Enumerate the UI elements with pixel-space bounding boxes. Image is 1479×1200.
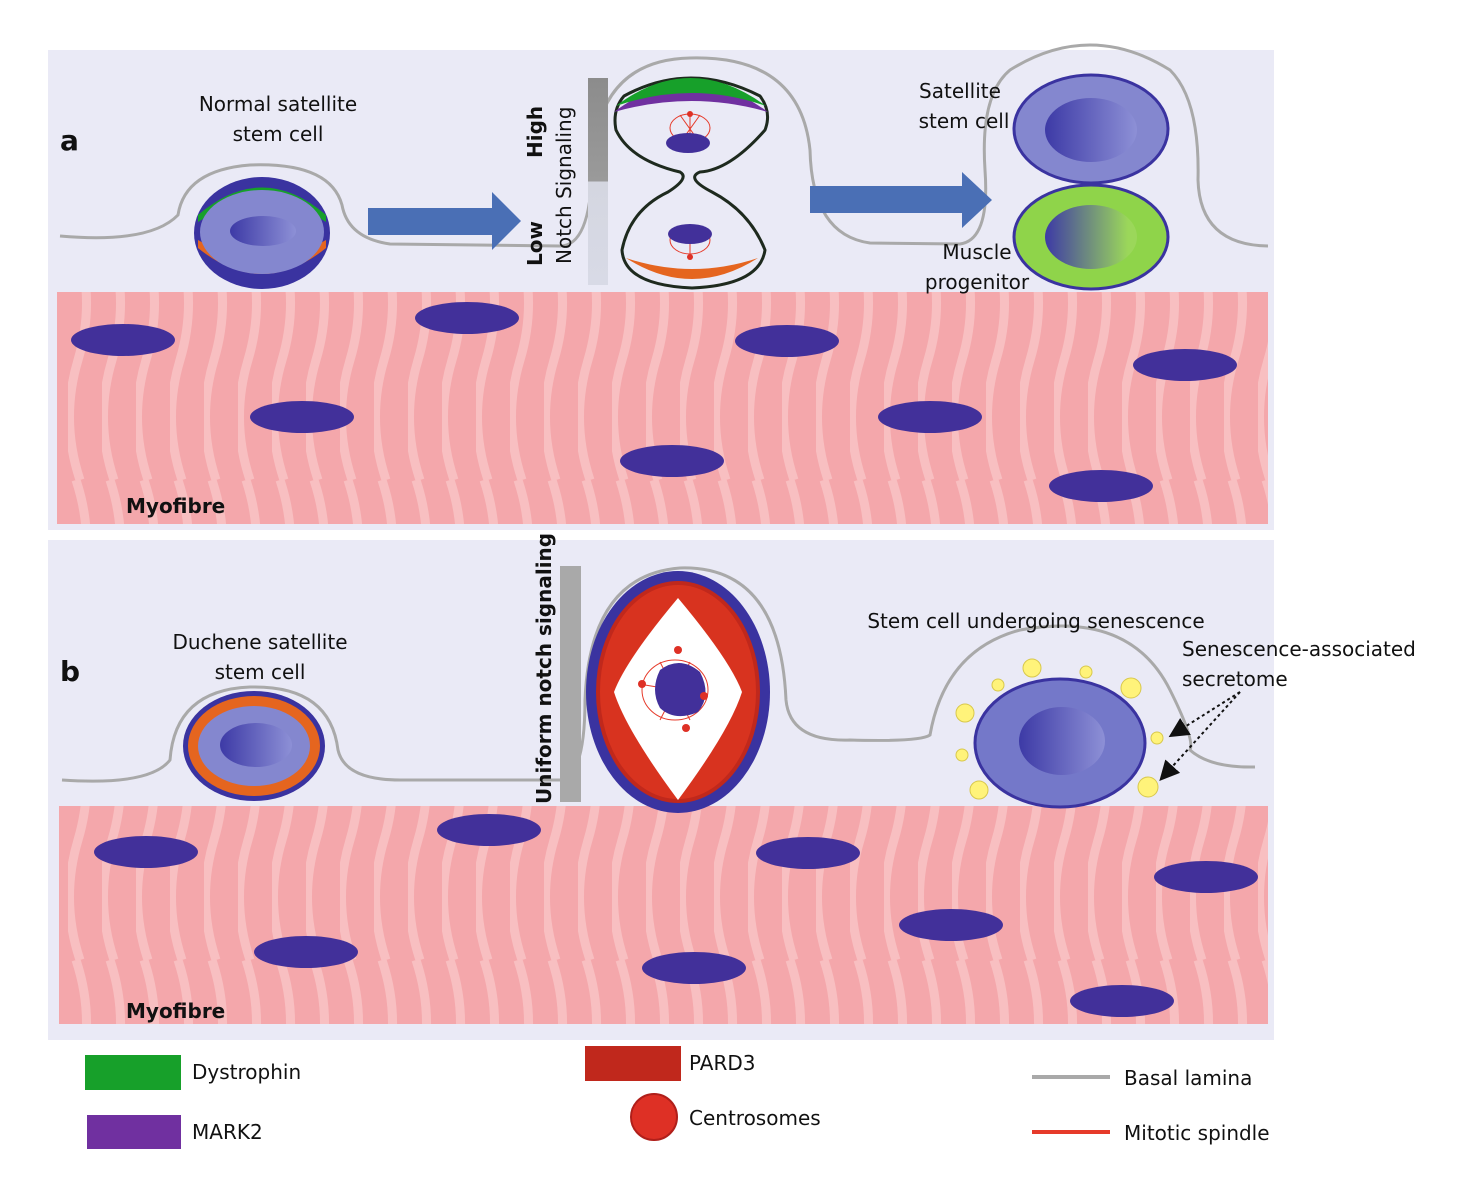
nucleus	[1154, 861, 1258, 893]
centrosome-icon	[674, 646, 682, 654]
nucleus	[1049, 470, 1153, 502]
legend-label-basal-lamina: Basal lamina	[1124, 1066, 1252, 1090]
nucleus	[899, 909, 1003, 941]
satellite-label-line1: Satellite	[919, 79, 1001, 103]
nucleus	[620, 445, 724, 477]
nucleus	[878, 401, 982, 433]
nucleus	[94, 836, 198, 868]
centrosome-icon	[700, 692, 708, 700]
nucleus	[735, 325, 839, 357]
legend-label-dystrophin: Dystrophin	[192, 1060, 301, 1084]
dividing-cell-a	[613, 76, 770, 290]
notch-signaling-label: Notch Signaling	[552, 107, 576, 264]
nucleus	[1070, 985, 1174, 1017]
basal-lamina-a	[59, 43, 1269, 248]
myofibre-label-b: Myofibre	[126, 999, 225, 1023]
chromosome	[668, 224, 712, 244]
basal-lamina-b	[61, 566, 1256, 783]
progenitor-label-line1: Muscle	[942, 240, 1011, 264]
secretome-label-line2: secretome	[1182, 667, 1288, 691]
nucleus	[756, 837, 860, 869]
centrosome-icon	[682, 724, 690, 732]
dividing-cell-b	[586, 571, 770, 813]
progenitor-label-line2: progenitor	[925, 270, 1030, 294]
arrow-right-icon	[810, 172, 992, 228]
nucleus	[1133, 349, 1237, 381]
secretome-pointer-arrow	[1159, 691, 1241, 781]
myofibre-a	[57, 292, 1268, 524]
legend-label-mark2: MARK2	[192, 1120, 263, 1144]
legend-swatch-dystrophin	[85, 1055, 181, 1090]
legend-label-pard3: PARD3	[689, 1051, 755, 1075]
centrosome-icon	[687, 111, 693, 117]
duchene-label-line1: Duchene satellite	[172, 630, 347, 654]
secretome-particle-icon	[955, 658, 1164, 800]
nucleus	[437, 814, 541, 846]
myofibre-b	[59, 806, 1268, 1024]
secretome-label-line1: Senescence-associated	[1182, 637, 1416, 661]
senescence-label: Stem cell undergoing senescence	[867, 609, 1204, 633]
legend-label-mitotic-spindle: Mitotic spindle	[1124, 1121, 1270, 1145]
normal-satellite-cell	[194, 177, 330, 289]
legend-swatch-mark2	[87, 1115, 181, 1149]
legend-label-centrosomes: Centrosomes	[689, 1106, 821, 1130]
nucleus	[642, 952, 746, 984]
normal-cell-label-line2: stem cell	[233, 122, 324, 146]
normal-cell-label-line1: Normal satellite	[199, 92, 357, 116]
uniform-notch-label: Uniform notch signaling	[532, 533, 556, 804]
uniform-notch-bar	[560, 566, 581, 802]
daughter-cells	[1012, 73, 1170, 291]
centrosome-icon	[638, 680, 646, 688]
notch-high-label: High	[523, 106, 547, 158]
nucleus	[254, 936, 358, 968]
chromosome	[666, 133, 710, 153]
notch-low-label: Low	[523, 221, 547, 266]
nucleus	[71, 324, 175, 356]
legend-centrosome-icon	[630, 1093, 678, 1141]
myofibre-label-a: Myofibre	[126, 494, 225, 518]
panel-b-letter: b	[60, 655, 80, 688]
duchene-satellite-cell	[183, 691, 325, 801]
senescent-cell	[955, 658, 1164, 809]
notch-gradient-bar	[588, 78, 608, 285]
satellite-label-line2: stem cell	[919, 109, 1010, 133]
nucleus	[415, 302, 519, 334]
centrosome-icon	[687, 254, 693, 260]
panel-a-letter: a	[60, 124, 79, 157]
secretome-pointer-arrow	[1168, 691, 1241, 738]
legend-swatch-pard3	[585, 1046, 681, 1081]
nucleus	[250, 401, 354, 433]
legend: Dystrophin MARK2 PARD3 Centrosomes Basal…	[85, 1046, 1270, 1149]
arrow-right-icon	[368, 192, 521, 250]
duchene-label-line2: stem cell	[215, 660, 306, 684]
